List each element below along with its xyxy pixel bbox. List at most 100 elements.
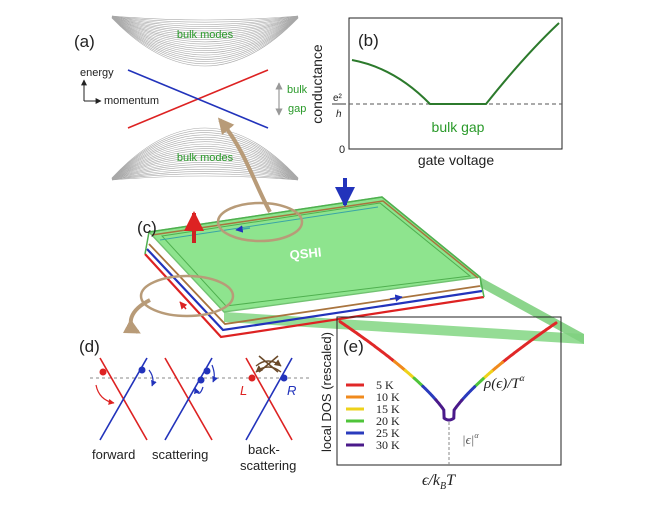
legend-label: 10 K xyxy=(376,390,400,404)
panel-b-frame xyxy=(348,17,563,150)
scattering-blue-arrow-2 xyxy=(211,364,218,383)
slab-side-right xyxy=(224,312,584,344)
bulk-band-line xyxy=(111,155,299,180)
dos-curve-segment xyxy=(421,384,438,402)
conductance-curve xyxy=(351,22,560,105)
epsilon-over-kT-axis-label: ϵ/kBT xyxy=(422,472,456,492)
bulk-band-line xyxy=(111,16,299,32)
bulk-band-line xyxy=(111,17,299,62)
bulk-band-line xyxy=(111,175,299,181)
bulk-band-line xyxy=(111,129,299,179)
dos-curve-segment xyxy=(393,360,407,372)
bulk-band-line xyxy=(111,143,299,179)
bulk-band-line xyxy=(111,16,299,47)
tick-zero: 0 xyxy=(339,144,345,156)
scattering-label: scattering xyxy=(152,447,208,462)
panel-b: (b) bulk gap conductance e² h 0 gate vol… xyxy=(309,17,563,168)
bulk-band-line xyxy=(111,139,299,179)
bulk-band-line xyxy=(111,17,299,60)
forward-label: forward xyxy=(92,447,135,462)
temperature-legend: 5 K10 K15 K20 K25 K30 K xyxy=(346,378,400,452)
bulk-band-line xyxy=(111,17,299,58)
legend-label: 25 K xyxy=(376,426,400,440)
slab-top-inner xyxy=(160,202,472,307)
dos-curve-segment xyxy=(460,385,477,402)
dos-curve-segment xyxy=(412,376,425,388)
zoom-ellipse-left xyxy=(139,274,235,318)
edge-direction-arrow-2 xyxy=(389,294,403,302)
bulk-modes-top-label: bulk modes xyxy=(177,29,234,41)
bulk-band-line xyxy=(111,127,299,179)
forward-red-dot xyxy=(99,368,107,376)
legend-label: 15 K xyxy=(376,402,400,416)
R-label: R xyxy=(287,383,296,398)
edge-channel-red xyxy=(144,253,485,339)
edge-channel-teal xyxy=(159,206,379,241)
forward-red-arrow xyxy=(95,384,115,405)
panel-d: (d) L R forward scattering back- scatter… xyxy=(79,337,310,473)
edge-direction-arrow-1 xyxy=(235,225,251,233)
L-label: L xyxy=(240,383,247,398)
backscatter-arrow-left xyxy=(255,365,282,373)
bulk-band-line xyxy=(111,17,299,56)
legend-label: 20 K xyxy=(376,414,400,428)
bulk-bands-upper xyxy=(111,15,299,67)
back-label: back- xyxy=(248,442,280,457)
dos-curve-segment xyxy=(490,360,504,373)
panel-a: (a) bulk modes bulk modes energy momentu… xyxy=(74,15,308,181)
bulk-band-line xyxy=(111,159,299,180)
bulk-band-line xyxy=(111,150,299,180)
slab-outline xyxy=(144,196,485,298)
edge-state-blue xyxy=(127,69,269,129)
panel-d-label: (d) xyxy=(79,337,100,356)
bulk-band-line xyxy=(111,161,299,180)
edge-direction-arrow-3 xyxy=(179,301,188,310)
forward-blue-arrow xyxy=(148,369,157,387)
bulk-band-line xyxy=(111,148,299,180)
qshi-label: QSHI xyxy=(289,244,322,262)
momentum-label: momentum xyxy=(104,95,159,107)
edge-channel-top xyxy=(151,200,479,279)
panel-e-label: (e) xyxy=(343,337,364,356)
dos-curve-segment xyxy=(473,377,485,389)
bulk-band-line xyxy=(111,173,299,181)
back-blue-branch xyxy=(245,357,293,441)
panel-c-label: (c) xyxy=(137,218,157,237)
panel-c: (c) QSHI xyxy=(122,117,584,344)
bulk-band-line xyxy=(111,164,299,180)
bulk-band-line xyxy=(111,15,299,21)
bulk-label: bulk xyxy=(287,84,308,96)
backscattering-label: scattering xyxy=(240,458,296,473)
forward-blue-dot xyxy=(138,366,146,374)
scattering-blue-dot-1 xyxy=(203,367,211,375)
panel-e: (e) ρ(ϵ)/Tα |ϵ|α local DOS (rescaled) ϵ/… xyxy=(319,316,562,492)
bulk-band-line xyxy=(111,17,299,67)
panel-b-label: (b) xyxy=(358,31,379,50)
scattering-blue-arrow-1 xyxy=(194,386,204,395)
panel-a-label: (a) xyxy=(74,32,95,51)
bulk-band-line xyxy=(111,132,299,179)
curve-label: ρ(ϵ)/Tα xyxy=(483,373,525,392)
gap-label: gap xyxy=(288,103,306,115)
tick-h: h xyxy=(336,109,342,120)
bulk-band-line xyxy=(111,17,299,51)
bulk-band-line xyxy=(111,16,299,30)
dos-curve-segment xyxy=(501,321,558,364)
conductance-axis-label: conductance xyxy=(309,44,325,124)
bulk-band-line xyxy=(111,146,299,180)
bulk-band-line xyxy=(111,15,299,25)
dos-curve-segment xyxy=(403,369,416,380)
dos-curve-segment xyxy=(481,369,494,381)
dos-curve-segment xyxy=(434,398,451,422)
abs-eps-label: |ϵ|α xyxy=(462,431,479,447)
bulk-band-line xyxy=(111,141,299,179)
bulk-band-line xyxy=(111,168,299,181)
bulk-band-line xyxy=(111,17,299,65)
bulk-band-line xyxy=(111,15,299,23)
bulk-band-line xyxy=(111,16,299,43)
bulk-band-line xyxy=(111,16,299,38)
bulk-band-line xyxy=(111,17,299,53)
zoom-ellipse-top xyxy=(216,201,304,243)
bulk-band-line xyxy=(111,157,299,180)
